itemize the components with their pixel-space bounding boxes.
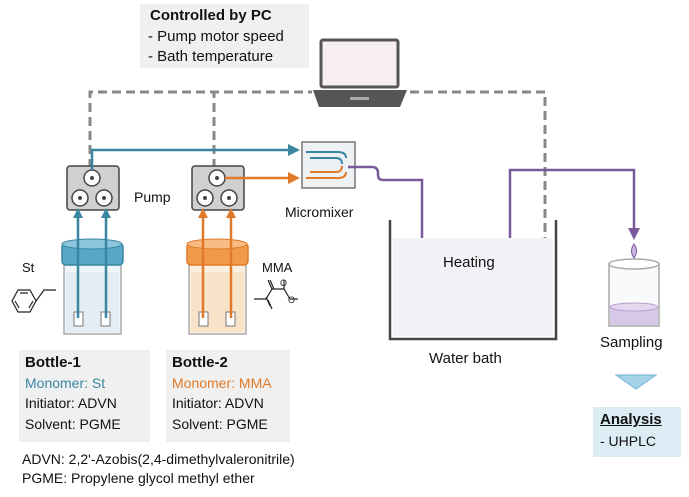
pump-1 — [66, 165, 120, 211]
control-lines — [88, 90, 547, 258]
mma-label: MMA — [262, 260, 293, 275]
footnote-pgme: PGME: Propylene glycol methyl ether — [22, 470, 255, 486]
sampling-label: Sampling — [600, 334, 663, 351]
sampling-vial — [608, 243, 660, 327]
bottle-1-title: Bottle-1 — [25, 354, 81, 371]
bottle-1-initiator: Initiator: ADVN — [25, 395, 117, 411]
laptop-icon — [313, 38, 407, 107]
mma-o-ester: O — [288, 295, 295, 305]
bottle-1-solvent: Solvent: PGME — [25, 416, 121, 432]
bottle-2-initiator: Initiator: ADVN — [172, 395, 264, 411]
bottle-1-info-box: Bottle-1 Monomer: St Initiator: ADVN Sol… — [19, 350, 150, 442]
st-flow-lines — [76, 148, 290, 318]
bottle-2 — [186, 238, 249, 335]
pump-2 — [191, 165, 245, 211]
pc-item-bath: - Bath temperature — [148, 48, 274, 65]
pc-control-box: Controlled by PC - Pump motor speed - Ba… — [140, 4, 309, 68]
pc-box-title: Controlled by PC — [150, 7, 272, 24]
bottle-1-monomer: Monomer: St — [25, 375, 106, 391]
heating-label: Heating — [443, 254, 495, 271]
mma-flow-lines — [201, 176, 290, 318]
analysis-title: Analysis — [600, 411, 662, 428]
analysis-box: Analysis - UHPLC — [593, 407, 681, 457]
st-label: St — [22, 260, 35, 275]
micromixer — [301, 141, 356, 189]
mma-arrowheads — [198, 172, 300, 218]
down-arrow-icon — [614, 374, 658, 390]
analysis-item: - UHPLC — [600, 433, 657, 449]
mma-o-dbl: O — [280, 278, 287, 288]
st-arrowheads — [73, 144, 300, 218]
water-bath — [388, 220, 558, 341]
pc-item-pump: - Pump motor speed — [148, 28, 284, 45]
water-bath-label: Water bath — [429, 350, 502, 367]
bottle-2-monomer: Monomer: MMA — [172, 375, 272, 391]
reactor-arrowhead — [628, 228, 640, 240]
bottle-1 — [61, 238, 124, 335]
bottle-2-title: Bottle-2 — [172, 354, 228, 371]
mma-structure — [254, 279, 298, 310]
styrene-structure — [11, 289, 56, 313]
bottle-2-solvent: Solvent: PGME — [172, 416, 268, 432]
pump-label: Pump — [134, 189, 171, 205]
footnote-advn: ADVN: 2,2'-Azobis(2,4-dimethylvaleronitr… — [22, 451, 295, 467]
micromixer-label: Micromixer — [285, 204, 354, 220]
bottle-2-info-box: Bottle-2 Monomer: MMA Initiator: ADVN So… — [166, 350, 290, 442]
